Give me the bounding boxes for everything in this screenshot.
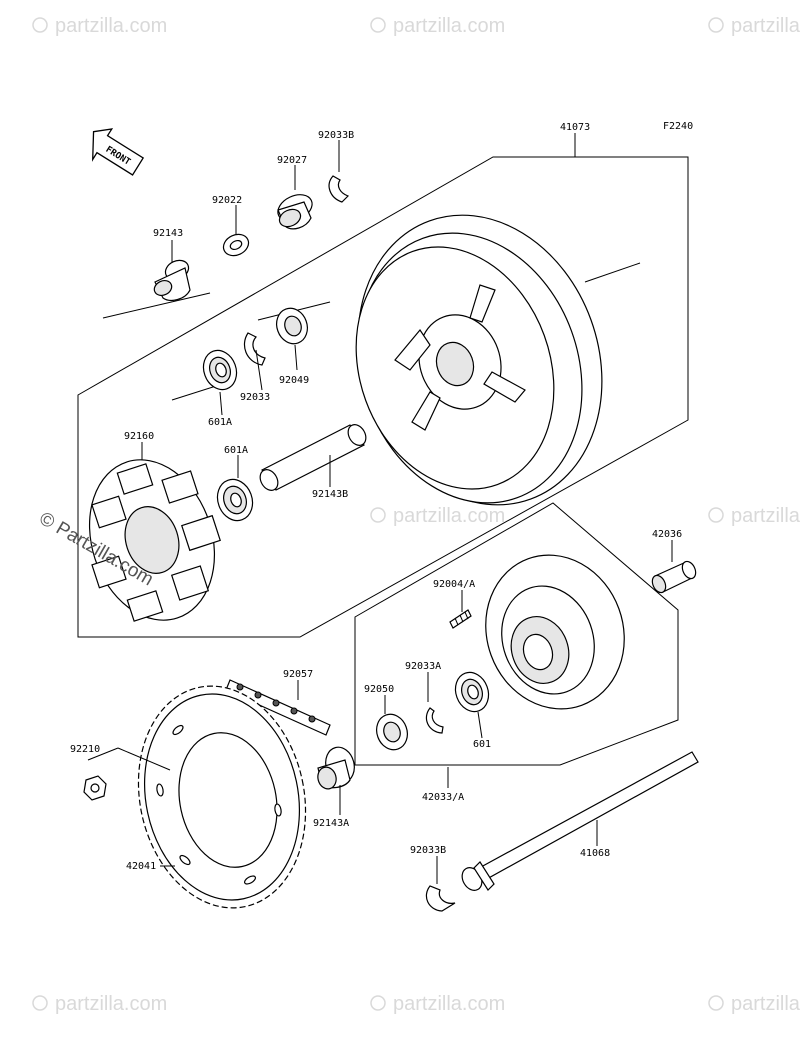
oil-seal-92050	[376, 713, 408, 751]
spacer-tube-92143B	[259, 424, 367, 491]
front-arrow-icon: FRONT	[91, 128, 145, 176]
hub-coupling	[485, 554, 625, 710]
bearing-601	[454, 671, 490, 713]
part-label: 42041	[126, 861, 156, 872]
watermark-top-mid: partzilla.com	[370, 15, 505, 37]
watermark-mid-mid: partzilla.com	[370, 505, 505, 527]
part-label: 42036	[652, 529, 682, 540]
part-label: 92143A	[313, 818, 349, 829]
watermark-text: partzilla.com	[393, 993, 505, 1015]
part-label: 92050	[364, 684, 394, 695]
part-label: 92210	[70, 744, 100, 755]
axle-41068	[461, 751, 699, 891]
part-labels: 41073 92033B 92027 92022 92143 92049 920…	[70, 122, 682, 872]
part-label: 92143	[153, 228, 183, 239]
watermark-text: partzilla.com	[731, 15, 800, 37]
circlip-bottom	[425, 885, 456, 912]
bearing-601A-top	[202, 349, 238, 391]
watermark-text: partzilla.com	[393, 505, 505, 527]
wheel-rim	[355, 214, 603, 506]
part-label: 92143B	[312, 489, 348, 500]
collar-42036	[651, 560, 697, 594]
collar-92143	[153, 259, 191, 301]
watermark-bottom-left: partzilla.com	[32, 993, 167, 1015]
part-label: 92049	[279, 375, 309, 386]
damper-92160	[88, 459, 221, 622]
part-label: 92033	[240, 392, 270, 403]
leader-lines	[87, 133, 673, 884]
part-label: 42033/A	[422, 792, 464, 803]
part-label: 41073	[560, 122, 590, 133]
watermark-text: partzilla.com	[393, 15, 505, 37]
part-label: 92004/A	[433, 579, 475, 590]
wheel-assembly-outline	[77, 156, 689, 638]
washer-92022	[222, 233, 250, 257]
part-label: 92022	[212, 195, 242, 206]
sprocket-42041	[137, 685, 307, 909]
part-label: 92057	[283, 669, 313, 680]
watermarks: partzilla.com partzilla.com partzilla.co…	[32, 15, 800, 1015]
part-label: 41068	[580, 848, 610, 859]
watermark-text: partzilla.com	[731, 993, 800, 1015]
figure-code: F2240	[663, 121, 693, 132]
part-label: 92033B	[318, 130, 354, 141]
part-label: 92160	[124, 431, 154, 442]
circlip-92033	[243, 332, 266, 366]
circlip-top	[328, 175, 350, 203]
watermark-bottom-right: partzilla.com	[708, 993, 800, 1015]
watermark-text: partzilla.com	[55, 993, 167, 1015]
part-label: 92027	[277, 155, 307, 166]
part-label: 92033A	[405, 661, 441, 672]
oil-seal-92049	[276, 307, 308, 345]
watermark-text: partzilla.com	[55, 15, 167, 37]
chain-92057	[225, 679, 331, 736]
nut-92210	[83, 775, 107, 801]
part-label: 92033B	[410, 845, 446, 856]
bearing-601A	[216, 478, 254, 522]
part-label: 601	[473, 739, 491, 750]
collar-92027	[277, 194, 313, 230]
part-label: 601A	[208, 417, 232, 428]
watermark-text: partzilla.com	[731, 505, 800, 527]
watermark-top-right: partzilla.com	[708, 15, 800, 37]
stud-92004A	[449, 609, 472, 629]
watermark-top-left: partzilla.com	[32, 15, 167, 37]
watermark-bottom-mid: partzilla.com	[370, 993, 505, 1015]
circlip-92033A	[425, 707, 444, 734]
hub-assembly-outline	[354, 502, 679, 766]
collar-92143A	[317, 746, 355, 790]
watermark-mid-right: partzilla.com	[708, 505, 800, 527]
part-label: 601A	[224, 445, 248, 456]
